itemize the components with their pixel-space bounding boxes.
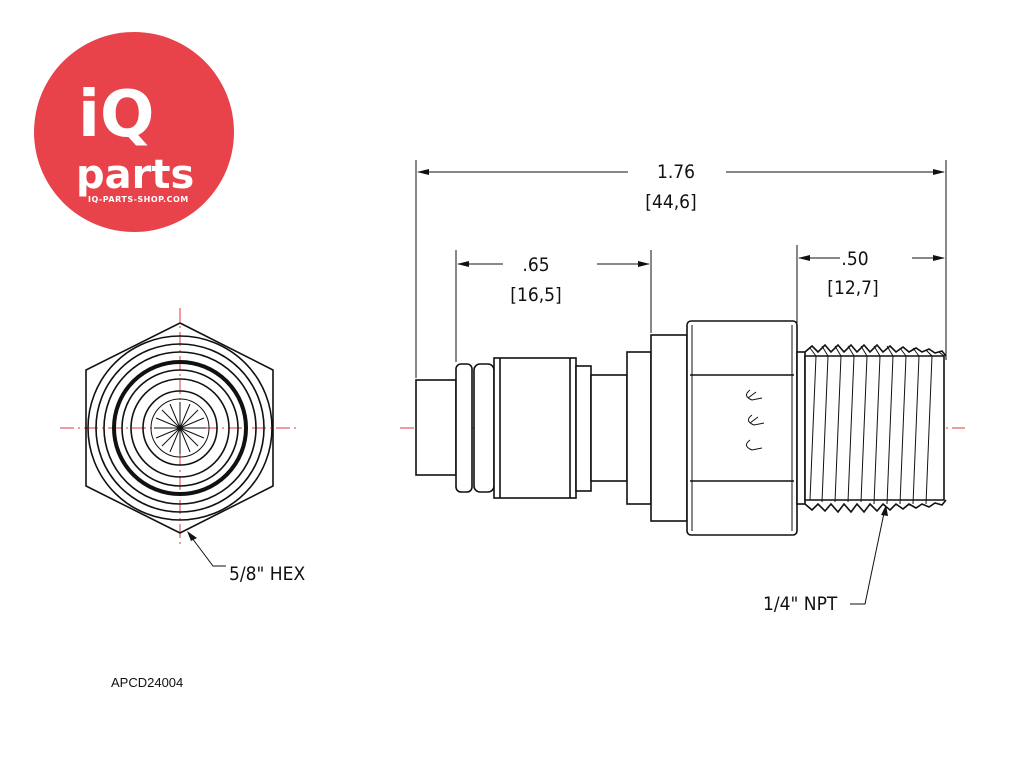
npt-leader: [850, 512, 885, 605]
dimension-shank: .65 [16,5]: [455, 250, 652, 362]
dimension-overall: 1.76 [44,6]: [415, 160, 947, 378]
part-number: APCD24004: [111, 675, 184, 690]
thread-crests: [804, 343, 947, 514]
hex-outline: [85, 322, 274, 534]
logo-url-text: IQ-PARTS-SHOP.COM: [88, 195, 189, 204]
neck: [590, 374, 628, 482]
shank-length-mm: [16,5]: [510, 284, 561, 306]
nose: [415, 379, 457, 476]
npt-callout: 1/4" NPT: [763, 593, 838, 615]
hex-callout: 5/8" HEX: [229, 563, 305, 585]
valve-star: [150, 398, 210, 458]
logo-circle: [34, 32, 234, 232]
iq-parts-logo: iQ parts IQ-PARTS-SHOP.COM: [34, 32, 234, 232]
overall-length-mm: [44,6]: [645, 191, 696, 213]
cpc-mark: [746, 389, 765, 451]
shank-length-in: .65: [522, 254, 549, 276]
thread-section: [804, 355, 945, 501]
shank-body: [493, 357, 577, 499]
hex-end-view: 5/8" HEX: [60, 308, 305, 585]
logo-main-text: iQ: [78, 78, 154, 152]
side-view: 1/4" NPT: [400, 320, 965, 615]
hex-leader: [191, 537, 226, 567]
logo-sub-text: parts: [76, 152, 194, 198]
thread-length-mm: [12,7]: [827, 277, 878, 299]
dimension-thread: .50 [12,7]: [796, 245, 945, 350]
hex-body: [686, 320, 798, 536]
overall-length-in: 1.76: [657, 161, 695, 183]
thread-length-in: .50: [841, 248, 868, 270]
